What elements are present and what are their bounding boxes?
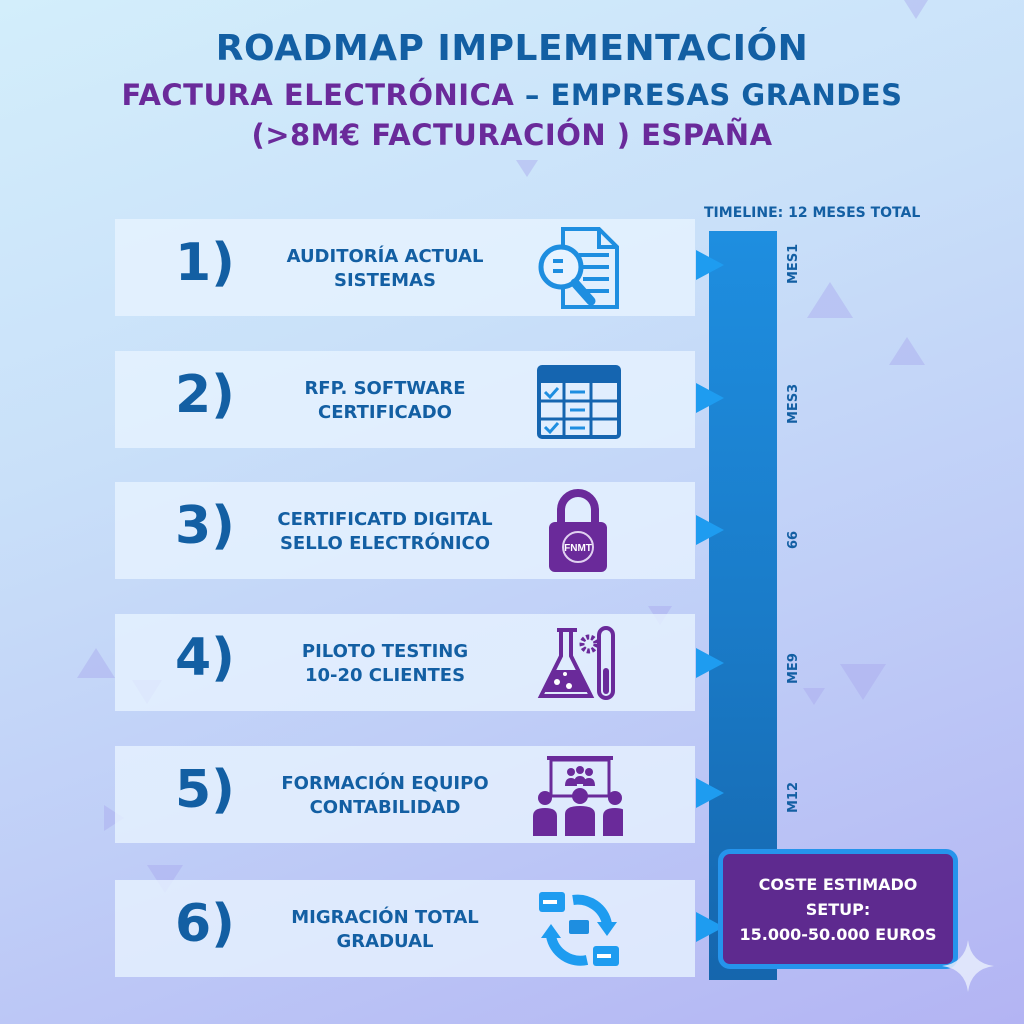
step-number: 2) bbox=[175, 365, 235, 425]
step-label-line2: CONTABILIDAD bbox=[309, 797, 461, 818]
step-label-line2: GRADUAL bbox=[336, 931, 434, 952]
sync-migration-icon bbox=[539, 892, 619, 966]
cost-line3: 15.000-50.000 EUROS bbox=[739, 924, 937, 944]
step-label: PILOTO TESTING 10-20 CLIENTES bbox=[265, 640, 505, 688]
step-6: 6) MIGRACIÓN TOTAL GRADUAL bbox=[115, 880, 695, 977]
timeline-arrow bbox=[696, 250, 724, 280]
step-label: RFP. SOFTWARE CERTIFICADO bbox=[265, 377, 505, 425]
team-training-icon bbox=[533, 756, 623, 836]
timeline-marker-5: M12 bbox=[786, 781, 801, 813]
subtitle-purple: FACTURA ELECTRÓNICA bbox=[121, 78, 515, 112]
step-number: 3) bbox=[175, 496, 235, 556]
step-label: MIGRACIÓN TOTAL GRADUAL bbox=[265, 906, 505, 954]
timeline-arrow bbox=[696, 383, 724, 413]
page-title: ROADMAP IMPLEMENTACIÓN bbox=[215, 28, 809, 69]
document-search-icon bbox=[538, 227, 619, 309]
page-subtitle: FACTURA ELECTRÓNICA – EMPRESAS GRANDES bbox=[0, 78, 1024, 112]
timeline-arrow bbox=[696, 515, 724, 545]
svg-text:FNMT: FNMT bbox=[564, 543, 592, 554]
decor-triangle bbox=[889, 337, 925, 365]
step-label-line1: CERTIFICATD DIGITAL bbox=[277, 509, 493, 530]
timeline-arrow bbox=[696, 648, 724, 678]
step-label-line1: PILOTO TESTING bbox=[301, 641, 469, 662]
timeline-marker-3: 66 bbox=[786, 530, 801, 549]
step-label-line1: AUDITORÍA ACTUAL bbox=[286, 246, 484, 267]
step-label-line2: CERTIFICADO bbox=[318, 402, 452, 423]
timeline-arrow bbox=[696, 778, 724, 808]
step-4: 4) PILOTO TESTING 10-20 CLIENTES bbox=[115, 614, 695, 711]
subtitle-blue: EMPRESAS GRANDES bbox=[550, 78, 903, 112]
step-label-line1: RFP. SOFTWARE bbox=[304, 378, 466, 399]
decor-triangle bbox=[904, 0, 928, 19]
lab-flask-icon bbox=[537, 626, 615, 700]
step-label: CERTIFICATD DIGITAL SELLO ELECTRÓNICO bbox=[265, 508, 505, 556]
step-3: 3) CERTIFICATD DIGITAL SELLO ELECTRÓNICO… bbox=[115, 482, 695, 579]
timeline-marker-1: MES1 bbox=[786, 243, 801, 284]
timeline-marker-2: MES3 bbox=[786, 383, 801, 424]
decor-triangle bbox=[840, 664, 886, 700]
step-label-line2: SISTEMAS bbox=[333, 270, 436, 291]
step-number: 1) bbox=[175, 233, 235, 293]
step-label-line1: MIGRACIÓN TOTAL bbox=[291, 907, 479, 928]
step-label-line1: FORMACIÓN EQUIPO bbox=[281, 773, 489, 794]
decor-triangle bbox=[516, 160, 538, 177]
step-2: 2) RFP. SOFTWARE CERTIFICADO bbox=[115, 351, 695, 448]
step-1: 1) AUDITORÍA ACTUAL SISTEMAS bbox=[115, 219, 695, 316]
sparkle-icon bbox=[942, 940, 994, 992]
step-label-line2: SELLO ELECTRÓNICO bbox=[279, 533, 491, 554]
cost-line2: SETUP: bbox=[805, 899, 871, 919]
timeline-title: TIMELINE: 12 MESES TOTAL bbox=[704, 205, 921, 221]
step-5: 5) FORMACIÓN EQUIPO CONTABILIDAD bbox=[115, 746, 695, 843]
checklist-table-icon bbox=[537, 365, 621, 439]
step-number: 4) bbox=[175, 628, 235, 688]
padlock-fnmt-icon: FNMT bbox=[549, 489, 607, 572]
decor-triangle bbox=[807, 282, 853, 318]
timeline-marker-4: ME9 bbox=[786, 653, 801, 684]
step-number: 6) bbox=[175, 894, 235, 954]
cost-estimate-box: COSTE ESTIMADO SETUP: 15.000-50.000 EURO… bbox=[718, 849, 958, 969]
step-label: FORMACIÓN EQUIPO CONTABILIDAD bbox=[265, 772, 505, 820]
subtitle-separator: – bbox=[514, 78, 551, 112]
step-number: 5) bbox=[175, 760, 235, 820]
decor-triangle bbox=[803, 688, 825, 705]
step-label: AUDITORÍA ACTUAL SISTEMAS bbox=[265, 245, 505, 293]
decor-triangle bbox=[77, 648, 115, 678]
step-label-line2: 10-20 CLIENTES bbox=[304, 665, 466, 686]
cost-line1: COSTE ESTIMADO bbox=[758, 874, 918, 894]
page-subtitle-2: (>8M€ FACTURACIÓN ) ESPAÑA bbox=[251, 118, 773, 152]
